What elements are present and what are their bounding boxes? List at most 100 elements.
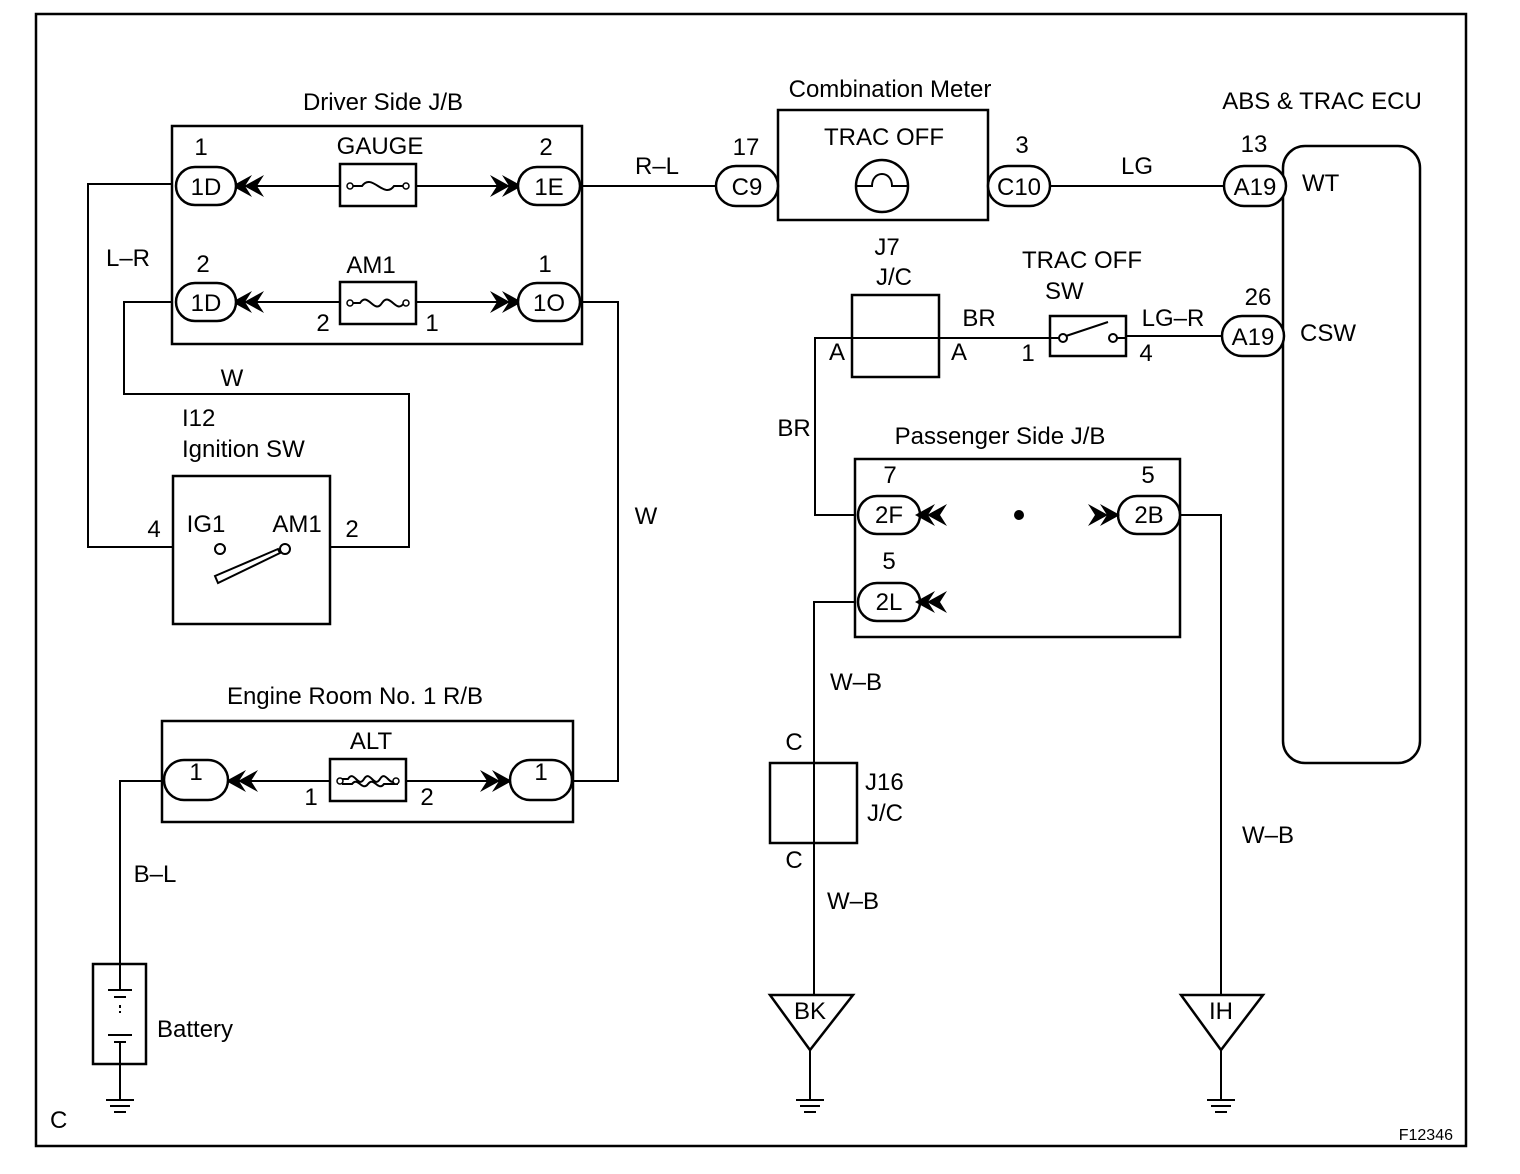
connector-1O-label: 1O xyxy=(533,290,565,317)
pin-label: 5 xyxy=(1141,462,1154,489)
pin-label: 7 xyxy=(883,462,896,489)
wire-label-l-r: L–R xyxy=(106,245,150,272)
wire-label-lg: LG xyxy=(1121,153,1153,180)
connector-A19-bottom xyxy=(1220,314,1286,358)
pin-label: 2 xyxy=(539,134,552,161)
wire-label-br: BR xyxy=(962,305,995,332)
pin-label: 5 xyxy=(882,548,895,575)
ig1-contact-icon xyxy=(214,543,226,555)
ground-ih-label: IH xyxy=(1209,998,1233,1025)
wire-label-r-l: R–L xyxy=(635,153,679,180)
figure-id: F12346 xyxy=(1399,1127,1453,1144)
ecu-label: ABS & TRAC ECU xyxy=(1222,88,1422,115)
pin-label: 2 xyxy=(196,251,209,278)
passenger-side-jb: Passenger Side J/B 2F 7 2B 5 2L 5 xyxy=(853,423,1182,639)
wire-label-w-b: W–B xyxy=(830,669,882,696)
wt-terminal-label: WT xyxy=(1302,170,1340,197)
ground-point-ih: IH xyxy=(1178,993,1266,1113)
connector-2L-label: 2L xyxy=(876,589,903,616)
am1-fuse-label: AM1 xyxy=(346,252,395,279)
wire-label-b-l: B–L xyxy=(134,861,177,888)
splice-point-icon xyxy=(1014,510,1024,520)
connector-2B-label: 2B xyxy=(1134,502,1163,529)
j7-id-label: J7 xyxy=(874,234,899,261)
connector-A19-bottom-label: A19 xyxy=(1232,324,1275,351)
combination-meter: Combination Meter TRAC OFF C9 17 C10 3 xyxy=(714,76,1052,222)
connector-alt-right xyxy=(508,758,574,802)
combination-meter-label: Combination Meter xyxy=(789,76,992,103)
engine-room-rb: Engine Room No. 1 R/B 1 1 ALT 1 2 xyxy=(160,683,575,824)
connector-A19-top-label: A19 xyxy=(1234,174,1277,201)
connector-alt-right-label: 1 xyxy=(534,759,547,786)
ground-bk-label: BK xyxy=(794,998,826,1025)
wire-labels: R–L LG L–R W W BR BR LG–R W–B W–B W–B B–… xyxy=(106,153,1294,915)
j16-type-label: J/C xyxy=(867,800,903,827)
ignition-sw-id: I12 xyxy=(182,405,215,432)
connector-alt-left-label: 1 xyxy=(189,759,202,786)
engine-rb-label: Engine Room No. 1 R/B xyxy=(227,683,483,710)
ignition-switch: I12 Ignition SW 4 2 IG1 AM1 xyxy=(147,405,359,626)
j16-id-label: J16 xyxy=(865,769,904,796)
pin-label: 1 xyxy=(1021,340,1034,367)
pin-label: 1 xyxy=(538,251,551,278)
connector-C9-label: C9 xyxy=(732,174,763,201)
j16-bottom-terminal: C xyxy=(785,847,802,874)
wire-label-lg-r: LG–R xyxy=(1142,305,1205,332)
alt-fuse-label: ALT xyxy=(350,728,393,755)
pin-label: 13 xyxy=(1241,131,1268,158)
trac-off-sw-label-1: TRAC OFF xyxy=(1022,247,1142,274)
passenger-jb-label: Passenger Side J/B xyxy=(895,423,1106,450)
wire-label-w: W xyxy=(635,503,658,530)
connector-1D-bottom-label: 1D xyxy=(191,290,222,317)
switch-lever-icon xyxy=(213,547,282,585)
j7-type-label: J/C xyxy=(876,264,912,291)
battery-label: Battery xyxy=(157,1016,233,1043)
j7-left-terminal: A xyxy=(829,339,845,366)
ground-point-bk: BK xyxy=(767,993,856,1113)
pin-label: 26 xyxy=(1245,284,1272,311)
j7-junction: J7 J/C A A xyxy=(829,234,967,379)
ignition-sw-name: Ignition SW xyxy=(182,436,305,463)
corner-label: C xyxy=(50,1107,67,1134)
connector-alt-left xyxy=(162,758,230,802)
wire-label-w: W xyxy=(221,365,244,392)
pin-label: 2 xyxy=(345,516,358,543)
trac-off-sw-label-2: SW xyxy=(1045,278,1084,305)
gauge-fuse-label: GAUGE xyxy=(337,133,424,160)
pin-label: 4 xyxy=(1139,340,1152,367)
battery-ground-icon xyxy=(106,1099,134,1113)
connector-A19-top xyxy=(1222,164,1288,208)
connector-C10-label: C10 xyxy=(997,174,1041,201)
pin-label: 17 xyxy=(733,134,760,161)
j16-top-terminal: C xyxy=(785,729,802,756)
pin-label: 1 xyxy=(425,310,438,337)
pin-label: 1 xyxy=(304,784,317,811)
am1-contact-icon xyxy=(279,543,291,555)
j16-junction: J16 J/C C C xyxy=(768,729,904,874)
connector-2F-label: 2F xyxy=(875,502,903,529)
driver-side-jb: Driver Side J/B 1D 1 1E 2 GAUGE 1D 2 1O … xyxy=(170,89,584,346)
wire-label-br: BR xyxy=(777,415,810,442)
connector-1D-bottom xyxy=(174,281,238,323)
trac-off-switch: TRAC OFF SW 1 4 xyxy=(1021,247,1152,367)
connector-C9 xyxy=(714,164,780,208)
pin-label: 1 xyxy=(194,134,207,161)
wire-label-w-b: W–B xyxy=(827,888,879,915)
pin-label: 2 xyxy=(420,784,433,811)
connector-1E-label: 1E xyxy=(534,174,563,201)
j7-right-terminal: A xyxy=(951,339,967,366)
wire-label-w-b: W–B xyxy=(1242,822,1294,849)
connector-C10 xyxy=(986,164,1052,208)
page-border xyxy=(34,12,1468,1148)
connector-1E xyxy=(516,165,582,207)
battery: Battery xyxy=(91,962,233,1066)
connector-1D-top xyxy=(174,165,238,207)
pin-label: 3 xyxy=(1015,132,1028,159)
csw-terminal-label: CSW xyxy=(1300,320,1356,347)
connector-1D-top-label: 1D xyxy=(191,174,222,201)
pin-label: 2 xyxy=(316,310,329,337)
connector-1O xyxy=(516,281,582,323)
switch-contact-icon xyxy=(1108,333,1118,343)
trac-off-indicator-label: TRAC OFF xyxy=(824,124,944,151)
